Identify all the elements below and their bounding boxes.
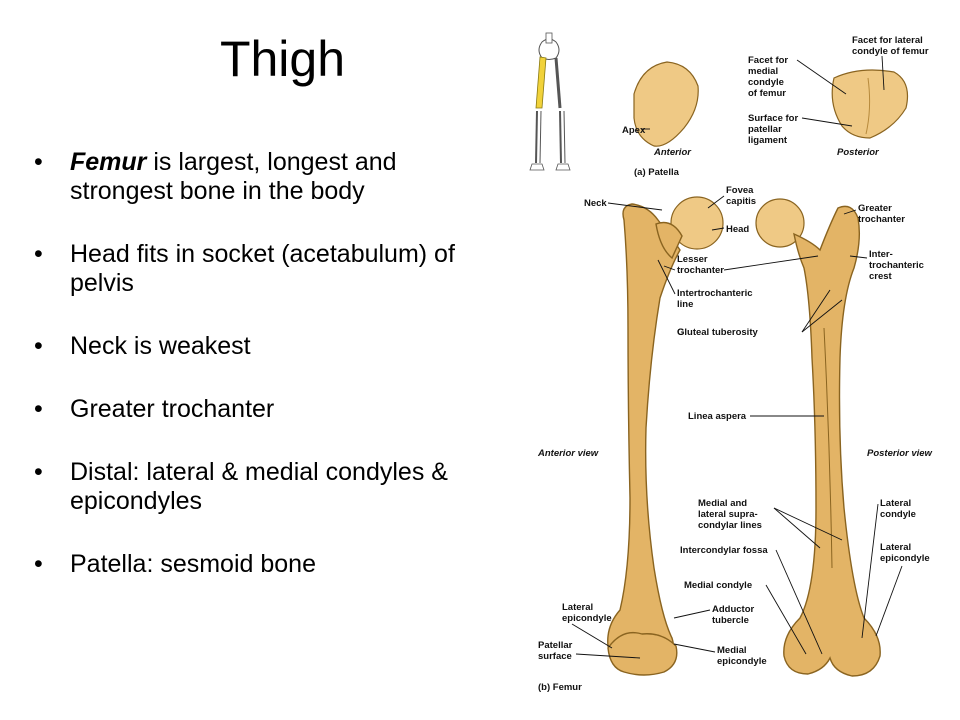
bullet-dot-icon: • (34, 395, 43, 423)
label-fovea-2: capitis (726, 196, 756, 207)
femur-caption: (b) Femur (538, 682, 582, 693)
patella-anterior-shape (633, 61, 699, 147)
label-facet-lateral-2: condyle of femur (852, 46, 929, 57)
label-facet-medial-4: of femur (748, 88, 786, 99)
bullet-item: • Patella: sesmoid bone (34, 550, 504, 579)
femur-anterior-shape (607, 196, 724, 676)
bullet-text: is largest, longest and strongest bone i… (70, 148, 397, 205)
label-intercondylar-fossa: Intercondylar fossa (680, 545, 768, 556)
label-intertrochanteric-line-2: line (677, 299, 693, 310)
label-facet-medial-1: Facet for (748, 55, 788, 66)
label-apex: Apex (622, 125, 646, 136)
label-lesser-trochanter-1: Lesser (677, 254, 708, 265)
label-intertrochanteric-crest-1: Inter- (869, 249, 893, 260)
bullet-text: Neck is weakest (70, 332, 251, 360)
bullet-text: Patella: sesmoid bone (70, 550, 316, 578)
bullet-dot-icon: • (34, 332, 43, 360)
label-supracondylar-3: condylar lines (698, 520, 762, 531)
label-patellar-surface-1: Patellar (538, 640, 573, 651)
label-adductor-tubercle-2: tubercle (712, 615, 749, 626)
bullet-text: Head fits in socket (acetabulum) of pelv… (70, 240, 455, 297)
bullet-item: • Head fits in socket (acetabulum) of pel… (34, 240, 504, 298)
femur-posterior-shape (755, 198, 881, 677)
label-intertrochanteric-crest-3: crest (869, 271, 893, 282)
bullet-item: • Greater trochanter (34, 395, 504, 424)
bullet-item: • Neck is weakest (34, 332, 504, 361)
label-surface-ligament-3: ligament (748, 135, 788, 146)
label-adductor-tubercle-1: Adductor (712, 604, 755, 615)
label-lateral-epicondyle-right-2: epicondyle (880, 553, 930, 564)
label-greater-trochanter-2: trochanter (858, 214, 905, 225)
label-lateral-condyle-1: Lateral (880, 498, 911, 509)
label-lateral-epicondyle-left-2: epicondyle (562, 613, 612, 624)
slide-title: Thigh (219, 31, 346, 87)
label-surface-ligament-2: patellar (748, 124, 782, 135)
label-facet-medial-3: condyle (748, 77, 784, 88)
label-greater-trochanter-1: Greater (858, 203, 892, 214)
bullet-item: • Femur is largest, longest and strongest… (34, 148, 504, 206)
mini-skeleton-icon (529, 32, 571, 171)
label-lateral-epicondyle-right-1: Lateral (880, 542, 911, 553)
bullet-dot-icon: • (34, 458, 43, 486)
label-gluteal-tuberosity-text: Gluteal tuberosity (677, 327, 758, 338)
label-gluteal-tuberosity: G (677, 327, 684, 338)
label-patellar-surface-2: surface (538, 651, 572, 662)
bullet-dot-icon: • (34, 550, 43, 578)
patella-caption: (a) Patella (634, 167, 680, 178)
label-lateral-epicondyle-left-1: Lateral (562, 602, 593, 613)
label-lesser-trochanter-2: trochanter (677, 265, 724, 276)
label-facet-medial-2: medial (748, 66, 778, 77)
bullet-text: Distal: lateral & medial condyles & epic… (70, 458, 448, 515)
label-posterior-view: Posterior view (867, 448, 933, 459)
label-posterior: Posterior (837, 147, 880, 158)
label-medial-epicondyle-1: Medial (717, 645, 747, 656)
bullet-item: • Distal: lateral & medial condyles & epi… (34, 458, 504, 516)
bullet-dot-icon: • (34, 148, 43, 176)
bullet-emphasis: Femur (70, 148, 147, 176)
label-supracondylar-1: Medial and (698, 498, 747, 509)
label-neck: Neck (584, 198, 607, 209)
label-facet-lateral-1: Facet for lateral (852, 35, 923, 46)
femur-illustration: Apex Anterior Posterior Facet for medial… (512, 28, 960, 698)
bullet-text: Greater trochanter (70, 395, 275, 423)
label-surface-ligament-1: Surface for (748, 113, 798, 124)
bullet-list: • Femur is largest, longest and strongest… (34, 148, 504, 613)
label-head: Head (726, 224, 749, 235)
bullet-dot-icon: • (34, 240, 43, 268)
label-linea-aspera: Linea aspera (688, 411, 747, 422)
label-intertrochanteric-line-1: Intertrochanteric (677, 288, 753, 299)
label-supracondylar-2: lateral supra- (698, 509, 758, 520)
label-lateral-condyle-2: condyle (880, 509, 916, 520)
label-medial-epicondyle-2: epicondyle (717, 656, 767, 667)
label-medial-condyle: Medial condyle (684, 580, 752, 591)
label-anterior: Anterior (653, 147, 692, 158)
label-intertrochanteric-crest-2: trochanteric (869, 260, 924, 271)
label-fovea-1: Fovea (726, 185, 754, 196)
label-anterior-view: Anterior view (537, 448, 599, 459)
